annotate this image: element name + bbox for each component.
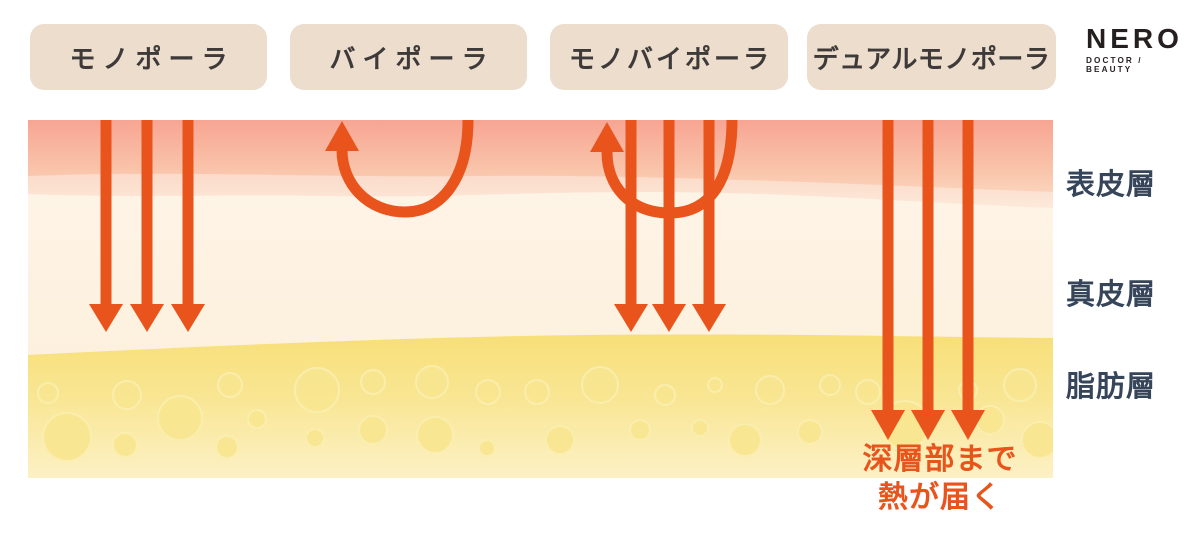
annotation-line1: 深層部まで <box>862 443 1018 476</box>
layer-label-dermis: 真皮層 <box>1066 279 1157 311</box>
layer-label-epidermis: 表皮層 <box>1066 169 1157 201</box>
skin-cross-section <box>28 120 1053 478</box>
electrode-label-bipolar: バイポーラ <box>290 24 527 90</box>
layer-label-fat: 脂肪層 <box>1066 371 1157 403</box>
deep-heat-annotation: 深層部まで 熱が届く <box>840 441 1040 517</box>
monopolar-arrows <box>89 120 205 332</box>
monobipolar-arrows <box>590 120 738 332</box>
fat-bubbles <box>37 365 1053 462</box>
fat-layer <box>28 334 1053 478</box>
electrode-label-dual-monopolar: デュアルモノポーラ <box>807 24 1056 90</box>
electrode-label-monopolar: モノポーラ <box>30 24 267 90</box>
brand-logo: NERO DOCTOR / BEAUTY <box>1086 23 1193 75</box>
epidermis-highlight-band <box>28 173 1053 208</box>
logo-tagline: DOCTOR / BEAUTY <box>1086 56 1143 74</box>
epidermis-layer <box>28 120 1053 208</box>
bipolar-uturn-arrow <box>325 120 474 218</box>
electrode-label-monobipolar: モノバイポーラ <box>550 24 788 90</box>
dual-monopolar-arrows <box>871 120 985 440</box>
annotation-line2: 熱が届く <box>878 481 1002 514</box>
logo-text: NERO <box>1086 23 1183 54</box>
